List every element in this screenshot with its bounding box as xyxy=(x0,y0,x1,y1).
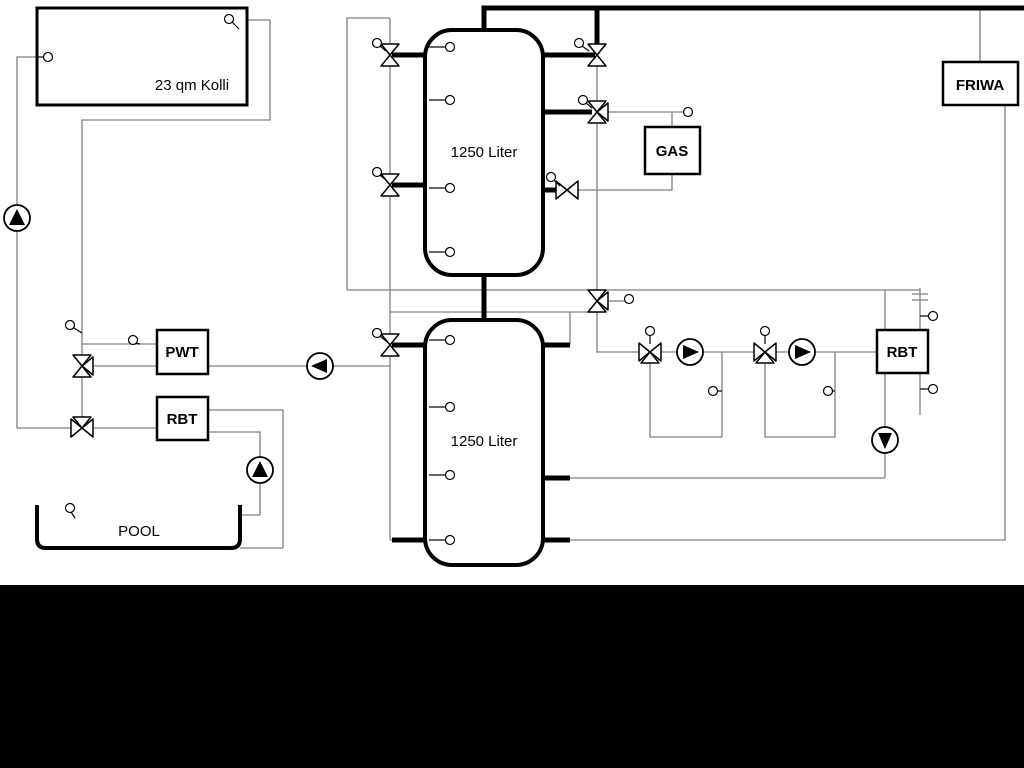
buffer-tank-top: 1250 Liter xyxy=(423,28,545,277)
rbt-right-label: RBT xyxy=(887,344,918,361)
sensor-icon xyxy=(927,383,939,395)
sensors xyxy=(37,13,939,546)
rbt-right-box xyxy=(875,328,930,375)
sensor-icon xyxy=(707,385,719,397)
sensor-icon xyxy=(444,401,456,413)
gas-supply-pipe xyxy=(605,111,683,127)
friwa-label: FRIWA xyxy=(956,77,1004,94)
pumps xyxy=(3,204,899,484)
tank-left-stubs xyxy=(392,52,427,543)
pool-return-pipe xyxy=(208,409,284,549)
sensor-stem xyxy=(379,174,387,181)
circuit-2-bypass xyxy=(764,352,836,438)
gas-label: GAS xyxy=(656,143,689,160)
tank1-top-right-valve-icon xyxy=(587,43,607,67)
tank-bottom-label: 1250 Liter xyxy=(451,433,518,450)
sensor-icon xyxy=(223,13,235,25)
distribution-mixing-valve-icon xyxy=(587,289,609,313)
sensor-icon xyxy=(623,293,635,305)
sensor-icon xyxy=(545,171,557,183)
solar-pump-icon xyxy=(3,204,31,232)
tank-left-riser-a xyxy=(346,17,390,290)
tank-top-body xyxy=(423,28,545,277)
pool-basin xyxy=(35,505,242,550)
sensor-icon xyxy=(444,246,456,258)
solar-collector: 23 qm Kolli xyxy=(35,6,249,107)
sensor-icon xyxy=(64,319,76,331)
sensor-stem xyxy=(581,45,590,52)
gas-box xyxy=(643,125,702,176)
collector-box xyxy=(35,6,249,107)
footer-band xyxy=(0,585,1024,768)
rbt-left-label: RBT xyxy=(167,411,198,428)
top-main-line xyxy=(481,5,1024,30)
sensor-icon xyxy=(444,94,456,106)
sensor-icon xyxy=(64,502,76,514)
pwt-label: PWT xyxy=(165,344,198,361)
tank-bottom-body xyxy=(423,318,545,567)
sensor-icon xyxy=(444,334,456,346)
pool-label: POOL xyxy=(118,523,160,540)
rbt-left-unit: RBT xyxy=(155,395,210,442)
circuit-1-mixing-valve-icon xyxy=(638,342,662,364)
sensor-icon xyxy=(822,385,834,397)
circuit-2-pump-icon xyxy=(788,338,816,366)
valves xyxy=(70,43,777,438)
tank1-upper-left-valve-icon xyxy=(380,43,400,67)
sensor-stem xyxy=(231,21,240,30)
circuit-1-bypass xyxy=(649,352,723,438)
main-flow-lines xyxy=(392,5,1024,543)
friwa-station: FRIWA xyxy=(941,60,1020,107)
sensor-icon xyxy=(573,37,585,49)
sensor-icon xyxy=(759,325,771,337)
rbt-right-pipes xyxy=(570,290,886,479)
buffer-charge-pump-icon xyxy=(306,352,334,380)
sensor-stem xyxy=(70,511,76,519)
sensor-icon xyxy=(577,94,589,106)
sensor-icon xyxy=(444,182,456,194)
right-main-riser xyxy=(596,55,877,353)
gas-mixing-valve-icon xyxy=(587,100,609,124)
gas-boiler: GAS xyxy=(643,125,702,176)
pwt-mixing-valve-icon xyxy=(72,354,94,378)
sensor-icon xyxy=(444,41,456,53)
pool-mixing-valve-icon xyxy=(70,416,94,438)
circuit-2-mixing-valve-icon xyxy=(753,342,777,364)
return-pump-icon xyxy=(871,426,899,454)
sensor-icon xyxy=(644,325,656,337)
rbt-right-unit: RBT xyxy=(875,328,930,375)
sensor-icon xyxy=(371,327,383,339)
pwt-box xyxy=(155,328,210,376)
pool-pump-icon xyxy=(246,456,274,484)
sensor-stem xyxy=(379,335,387,342)
sensor-stem xyxy=(379,45,387,52)
pipe-coupling-icon xyxy=(912,293,928,301)
rbt-left-box xyxy=(155,395,210,442)
tank2-upper-left-valve-icon xyxy=(380,333,400,357)
heat-exchanger-pwt: PWT xyxy=(155,328,210,376)
pool: POOL xyxy=(35,505,242,550)
sensor-icon xyxy=(927,310,939,322)
solar-return-pipe xyxy=(81,19,271,419)
gas-return-pipe xyxy=(578,174,673,191)
sensor-icon xyxy=(682,106,694,118)
sensor-icon xyxy=(444,469,456,481)
sensor-icon xyxy=(371,37,383,49)
buffer-tank-bottom: 1250 Liter xyxy=(423,318,545,567)
sensor-icon xyxy=(444,534,456,546)
sensor-icon xyxy=(42,51,54,63)
tank-right-stubs xyxy=(541,52,595,543)
sensor-icon xyxy=(371,166,383,178)
cold-water-pipe xyxy=(570,105,1006,541)
friwa-box xyxy=(941,60,1020,107)
collector-label: 23 qm Kolli xyxy=(155,77,229,94)
sensor-stem xyxy=(553,179,561,187)
sensor-stem xyxy=(585,102,593,109)
sensor-stem xyxy=(73,327,83,334)
sensor-icon xyxy=(127,334,139,346)
circuit-1-pump-icon xyxy=(676,338,704,366)
tank-top-label: 1250 Liter xyxy=(451,144,518,161)
